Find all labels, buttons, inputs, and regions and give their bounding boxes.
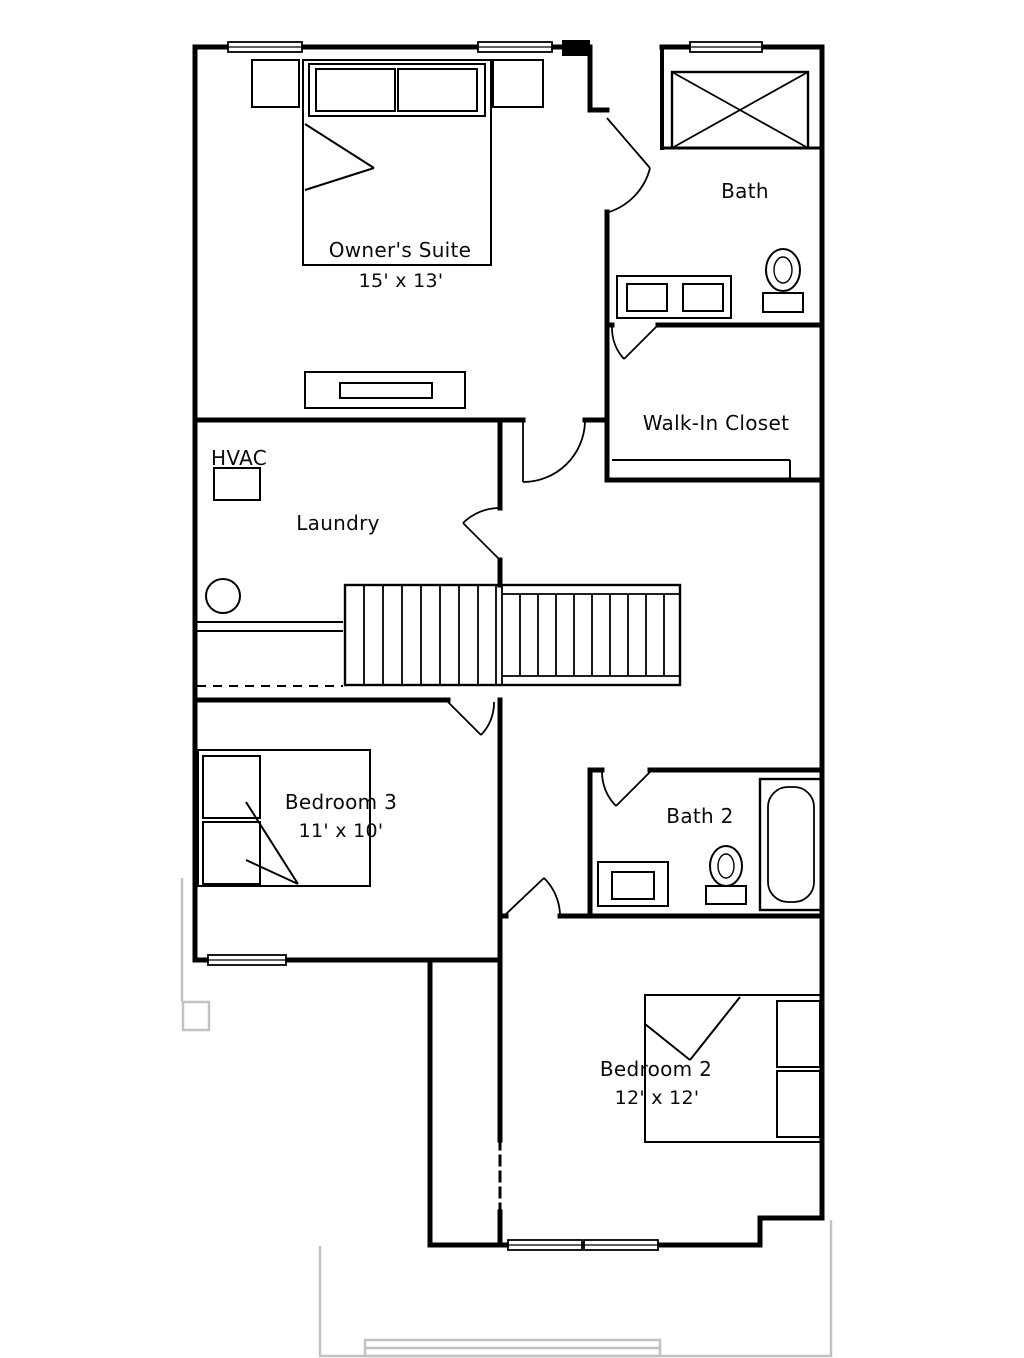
washer — [205, 578, 241, 614]
bath2-toilet — [705, 845, 747, 905]
door-owners-bath — [606, 117, 651, 213]
windows — [207, 41, 763, 1251]
window — [477, 41, 553, 53]
bedroom3-dims: 11' x 10' — [298, 820, 384, 842]
bath-label: Bath — [721, 179, 769, 203]
shower — [670, 70, 810, 150]
door-owners-entry — [522, 421, 586, 483]
window — [689, 41, 763, 53]
bedroom2-bed — [644, 994, 823, 1143]
walk-in-closet-label: Walk-In Closet — [642, 411, 790, 435]
hvac-label: HVAC — [211, 446, 267, 470]
laundry-label: Laundry — [296, 511, 380, 535]
dresser — [304, 371, 466, 409]
owners-suite-dims: 15' x 13' — [358, 270, 444, 292]
bath2-vanity — [597, 861, 669, 907]
hvac-unit — [213, 467, 261, 501]
bathtub — [758, 777, 824, 912]
bedroom3-label: Bedroom 3 — [284, 790, 398, 814]
window — [583, 1239, 659, 1251]
doors — [447, 117, 659, 915]
bath2-label: Bath 2 — [666, 804, 734, 828]
door-laundry — [462, 507, 501, 561]
door-bedroom3 — [447, 701, 495, 736]
shelves — [197, 459, 791, 687]
window — [507, 1239, 583, 1251]
window — [227, 41, 303, 53]
door-walk-in-closet — [611, 324, 659, 360]
lower-level-outline — [180, 878, 833, 1358]
bath-toilet — [762, 248, 804, 313]
owners-suite-label: Owner's Suite — [328, 238, 472, 262]
window — [207, 954, 287, 966]
stairs — [343, 583, 682, 687]
door-bedroom2 — [505, 877, 561, 915]
bedroom2-label: Bedroom 2 — [599, 1057, 713, 1081]
bedroom3-bed — [197, 749, 371, 887]
wall-block — [562, 40, 590, 56]
bath-vanity — [616, 275, 732, 319]
walls — [192, 44, 825, 1248]
owners-suite-bed — [251, 59, 544, 266]
bedroom2-dims: 12' x 12' — [614, 1087, 700, 1109]
door-bath2 — [601, 771, 651, 807]
